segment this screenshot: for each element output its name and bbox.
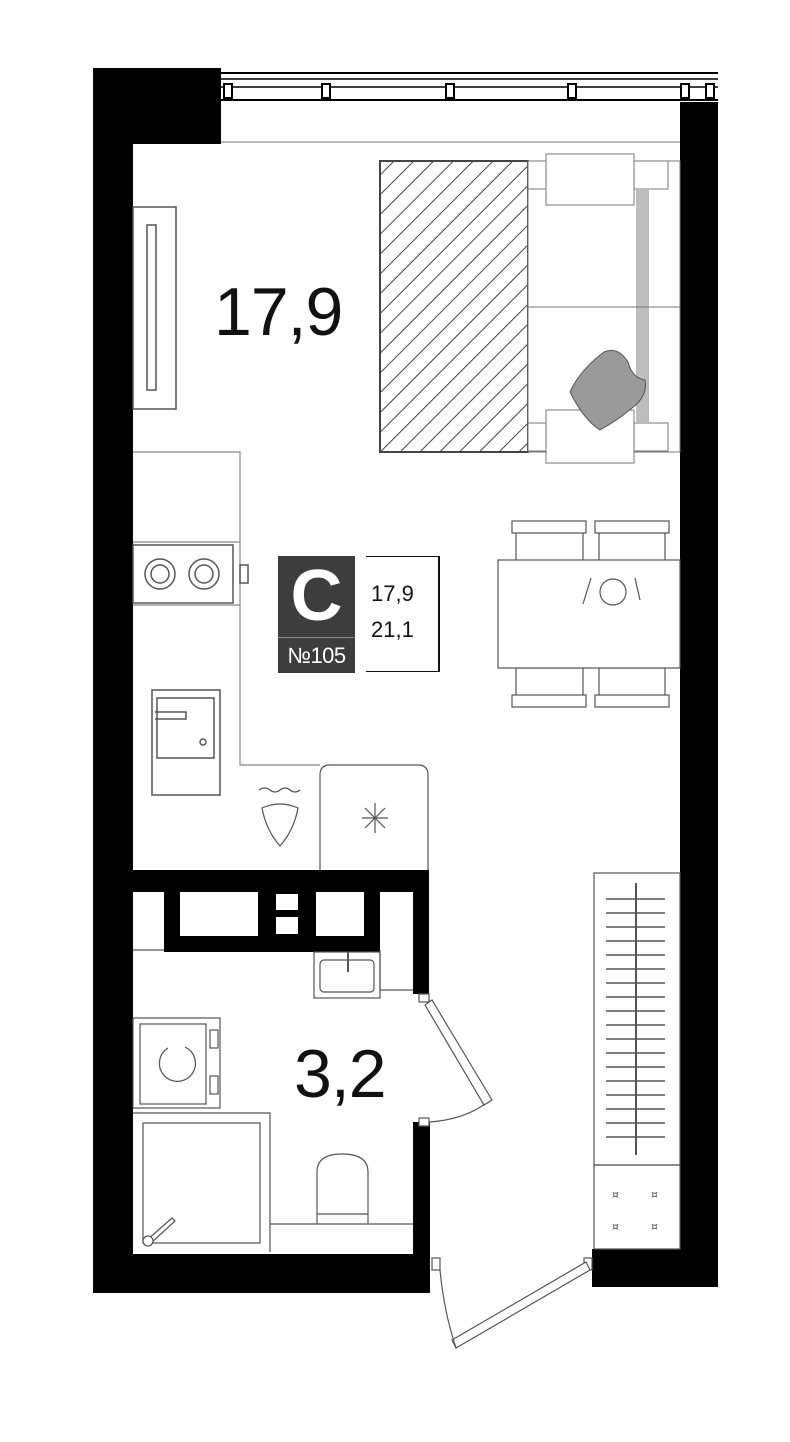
entrance-door-icon <box>431 1257 593 1349</box>
wall-right <box>680 102 718 1287</box>
window-icon <box>221 72 718 143</box>
wall-bottom-left <box>93 1254 430 1293</box>
washing-machine-icon <box>132 1017 221 1109</box>
area-summary: 17,9 21,1 <box>366 556 440 672</box>
pillow-icon <box>569 349 646 431</box>
room-area-main: 17,9 <box>214 274 343 350</box>
room-area-bathroom: 3,2 <box>294 1036 387 1112</box>
apartment-badge: С №105 <box>278 556 355 673</box>
svg-text:¤: ¤ <box>612 1220 619 1233</box>
door-icon <box>418 993 493 1127</box>
wall-left <box>93 68 133 1293</box>
living-area-value: 17,9 <box>371 581 414 606</box>
kitchen-counter <box>133 451 320 766</box>
wall-bottom-right <box>592 1249 718 1287</box>
sink-icon <box>151 689 221 796</box>
svg-text:¤: ¤ <box>651 1188 658 1201</box>
tv-icon <box>132 206 177 410</box>
ventilation-shaft <box>164 884 380 952</box>
wall-bathroom-right-upper <box>413 870 429 994</box>
bathroom-sink-icon <box>133 949 413 999</box>
apartment-number: №105 <box>287 643 346 668</box>
svg-text:¤: ¤ <box>612 1188 619 1201</box>
wall-bathroom-right-lower <box>413 1122 430 1272</box>
dishwasher-icon <box>258 787 301 847</box>
svg-text:¤: ¤ <box>651 1220 658 1233</box>
radiator-icon <box>593 872 681 1166</box>
toilet-icon <box>270 1153 413 1225</box>
walls <box>93 68 718 1293</box>
fridge-icon <box>319 764 429 870</box>
dining-table-icon <box>497 520 681 708</box>
bed-icon <box>379 153 681 464</box>
cabinet-icon: ¤ ¤ ¤ ¤ <box>593 1164 681 1250</box>
badge-divider <box>278 637 355 638</box>
total-area-value: 21,1 <box>371 617 414 642</box>
stove-icon <box>132 544 249 604</box>
shower-icon <box>133 1112 271 1252</box>
apartment-type-letter: С <box>290 556 343 636</box>
